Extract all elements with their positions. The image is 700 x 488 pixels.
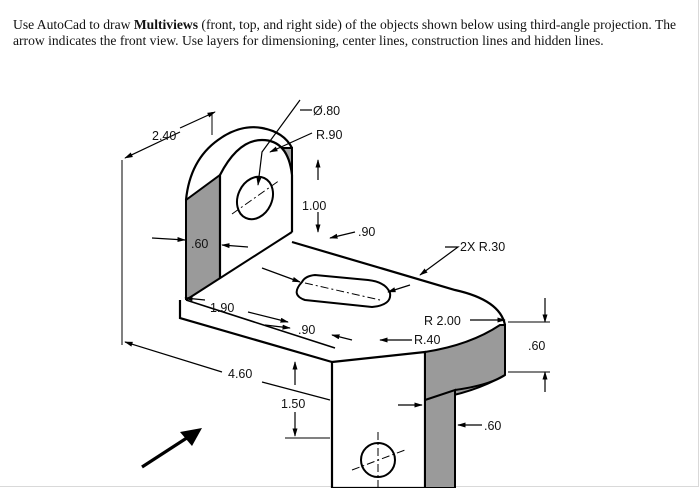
dim-460-left [124,341,223,373]
label-hole-dia: Ø.80 [313,104,340,118]
isometric-drawing-svg: Ø.80 R.90 2.40 1.00 .90 .60 2X R.30 1.90… [121,99,550,488]
base-slot [295,273,392,309]
label-radius-top: R.90 [316,128,342,142]
dim-240-left-arrow [124,131,181,159]
slot-arrow-right [387,284,411,293]
instructions-emphasis: Multiviews [133,17,199,32]
dim-240-right-arrow [179,111,216,129]
dim-090-slot-b [331,334,353,341]
label-090-top: .90 [358,225,375,239]
label-060-left: .60 [191,237,208,251]
slot-arrow-left [261,267,301,283]
leg-front-face [330,350,427,488]
label-190: 1.90 [210,301,234,315]
label-radius-200: R 2.00 [424,314,461,328]
label-090-slot: .90 [298,323,315,337]
dim-190-left [184,296,206,302]
label-060-bottom: .60 [484,419,501,433]
label-060-right: .60 [528,339,545,353]
label-150: 1.50 [281,397,305,411]
label-100: 1.00 [302,199,326,213]
leader-radius-top [269,132,313,153]
instructions-part2: (front, top, and right side) of the obje… [13,17,677,48]
label-240: 2.40 [152,129,176,143]
dim-460-right [261,381,331,401]
base-back-edge [185,231,293,301]
leader-090-top [329,231,356,239]
dim-190-right [247,311,289,323]
dim-090-slot-a [264,324,291,330]
instructions-text: Use AutoCad to draw Multiviews (front, t… [13,17,689,48]
leg-hole-centerline-h [351,449,406,471]
label-radius-040: R.40 [414,333,440,347]
leg-fillet-edge [454,374,506,391]
hole-centerline [231,179,281,215]
base-top-front-edge [185,299,336,349]
front-view-arrow-head [180,428,202,446]
tower-top-edge [184,126,293,201]
label-460: 4.60 [228,367,252,381]
leg-side-face-lower [424,388,456,488]
dim-060-left-b [221,243,249,249]
isometric-drawing: Ø.80 R.90 2.40 1.00 .90 .60 2X R.30 1.90… [0,90,700,488]
label-fillets: 2X R.30 [460,240,505,254]
dim-060-left-a [151,237,186,243]
base-front-edge [178,300,333,364]
slot-centerline [304,282,381,301]
leader-fillets [419,246,460,276]
instructions-part1: Use AutoCad to draw [13,17,134,32]
leader-hole-dia [256,99,301,186]
